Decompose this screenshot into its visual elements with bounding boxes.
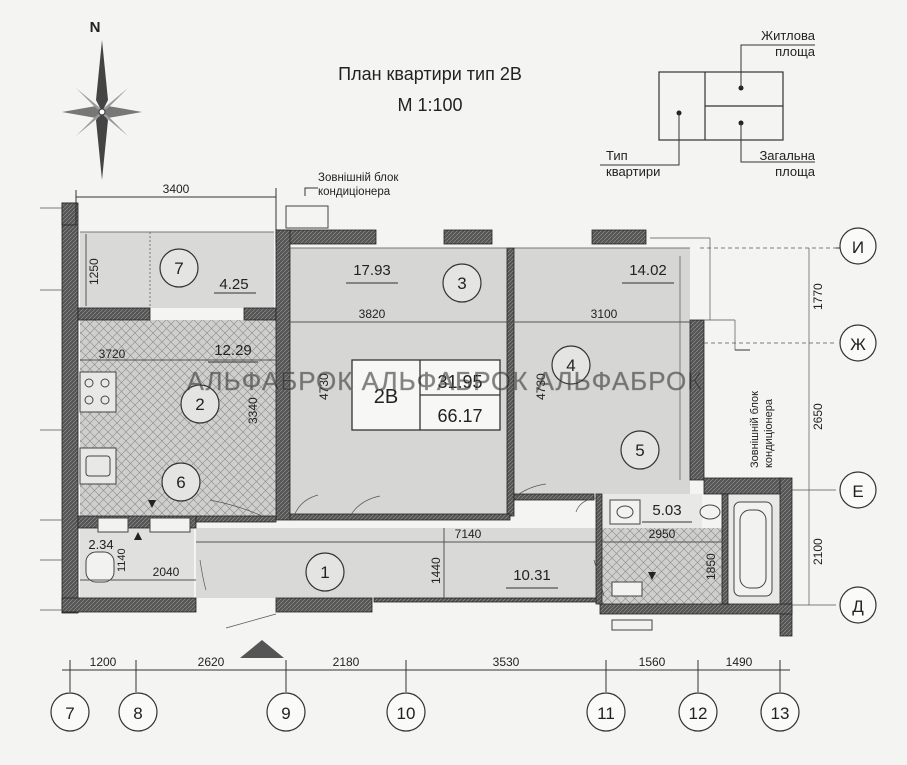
- legend-living-l1: Житлова: [761, 28, 816, 43]
- plan-scale: М 1:100: [397, 95, 462, 115]
- svg-text:1250: 1250: [87, 258, 101, 285]
- legend-type-l2: квартири: [606, 164, 660, 179]
- apartment-type: 2В: [374, 386, 398, 408]
- svg-text:1440: 1440: [429, 557, 443, 584]
- bathroom-fixtures: [85, 499, 773, 631]
- north-arrow-icon: N: [62, 19, 142, 180]
- svg-text:17.93: 17.93: [353, 262, 391, 279]
- svg-text:6: 6: [176, 473, 185, 492]
- svg-text:7: 7: [174, 259, 183, 278]
- ac-unit-right: Зовнішній блок кондиціонера: [735, 349, 775, 468]
- axis-bubble-zh: Ж: [850, 335, 866, 354]
- walls: [61, 202, 793, 637]
- vent-marker-icon: [148, 500, 156, 508]
- svg-text:2100: 2100: [811, 538, 825, 565]
- legend-living-l2: площа: [775, 44, 816, 59]
- legend-total-l2: площа: [775, 164, 816, 179]
- svg-text:4.25: 4.25: [219, 276, 248, 293]
- apartment-living-area: 31.95: [437, 372, 482, 392]
- svg-text:1770: 1770: [811, 283, 825, 310]
- room-6: 6 2.34: [88, 462, 201, 552]
- bottom-axis: 7 8 9 10 11 12 13: [50, 692, 800, 732]
- svg-text:14.02: 14.02: [629, 262, 667, 279]
- svg-text:3530: 3530: [493, 655, 520, 669]
- axis-bubble-10: 10: [397, 704, 416, 723]
- ac-unit-top: Зовнішній блок кондиціонера: [285, 172, 399, 229]
- apartment-total-area: 66.17: [437, 406, 482, 426]
- axis-bubble-ye: Е: [852, 482, 863, 501]
- axis-bubble-13: 13: [771, 704, 790, 723]
- svg-text:2950: 2950: [649, 527, 676, 541]
- axis-bubble-11: 11: [597, 704, 615, 723]
- svg-text:2620: 2620: [198, 655, 225, 669]
- axis-bubble-9: 9: [281, 704, 290, 723]
- axis-bubble-12: 12: [689, 704, 708, 723]
- ac-unit-top-l2: кондиціонера: [318, 186, 391, 198]
- svg-text:3100: 3100: [591, 307, 618, 321]
- vent-marker-icon: [134, 532, 142, 540]
- north-label: N: [90, 19, 101, 36]
- legend-total-l1: Загальна: [759, 148, 815, 163]
- legend: Житлова площа Загальна площа Тип квартир…: [600, 28, 816, 179]
- svg-text:1850: 1850: [704, 553, 718, 580]
- svg-text:7140: 7140: [455, 527, 482, 541]
- apartment-summary: 2В 31.95 66.17: [351, 359, 501, 431]
- right-axis: 1770 2650 2100 И Ж Е Д: [811, 227, 877, 624]
- svg-text:1560: 1560: [639, 655, 666, 669]
- svg-text:5: 5: [635, 441, 644, 460]
- vent-marker-icon: [648, 572, 656, 580]
- svg-text:2650: 2650: [811, 403, 825, 430]
- svg-text:Зовнішній блок: Зовнішній блок: [749, 391, 761, 468]
- entrance-marker-icon: [240, 640, 284, 658]
- ac-unit-top-l1: Зовнішній блок: [318, 172, 399, 184]
- legend-type-l1: Тип: [606, 148, 628, 163]
- room-2: 2 12.29: [180, 342, 258, 424]
- dim-top-3400: 3400: [75, 182, 277, 230]
- kitchen-fixtures: [79, 371, 117, 485]
- room-5: 5 5.03: [620, 430, 692, 523]
- svg-text:12.29: 12.29: [214, 342, 252, 359]
- room-3: 3 17.93: [346, 262, 482, 303]
- room-4: 4 14.02: [551, 262, 674, 385]
- room-1: 1 10.31: [305, 552, 558, 592]
- room-7: 7 4.25: [159, 248, 256, 294]
- svg-text:10.31: 10.31: [513, 567, 551, 584]
- svg-text:4730: 4730: [534, 373, 548, 400]
- svg-text:3: 3: [457, 274, 466, 293]
- svg-text:1140: 1140: [116, 548, 128, 572]
- interior-dims: 1250 3820 3100 3720 4730 4730 3340 7140 …: [80, 234, 726, 598]
- axis-bubble-i: И: [852, 238, 864, 257]
- bottom-dims: 1200 2620 2180 3530 1560 1490: [62, 655, 790, 692]
- svg-text:3720: 3720: [99, 347, 126, 361]
- svg-text:2180: 2180: [333, 655, 360, 669]
- axis-bubble-8: 8: [133, 704, 142, 723]
- room-labels: 7 4.25 3 17.93 4 14.02 2 12.29 5 5.03: [88, 248, 692, 592]
- plan-title: План квартири тип 2В: [338, 64, 522, 84]
- svg-text:1: 1: [320, 563, 329, 582]
- svg-text:3400: 3400: [163, 182, 190, 196]
- svg-text:2: 2: [195, 395, 204, 414]
- svg-text:3820: 3820: [359, 307, 386, 321]
- svg-text:3340: 3340: [246, 397, 260, 424]
- svg-text:2.34: 2.34: [88, 537, 113, 552]
- svg-text:1200: 1200: [90, 655, 117, 669]
- axis-bubble-d: Д: [852, 597, 864, 616]
- svg-text:2040: 2040: [153, 565, 180, 579]
- svg-text:кондиціонера: кондиціонера: [763, 398, 775, 468]
- svg-text:4730: 4730: [317, 373, 331, 400]
- plan-lines: [40, 207, 836, 629]
- svg-text:1490: 1490: [726, 655, 753, 669]
- watermark: АЛЬФАБРОК АЛЬФАБРОК АЛЬФАБРОК: [187, 366, 704, 396]
- svg-text:5.03: 5.03: [652, 502, 681, 519]
- axis-bubble-7: 7: [65, 704, 74, 723]
- svg-text:4: 4: [566, 356, 575, 375]
